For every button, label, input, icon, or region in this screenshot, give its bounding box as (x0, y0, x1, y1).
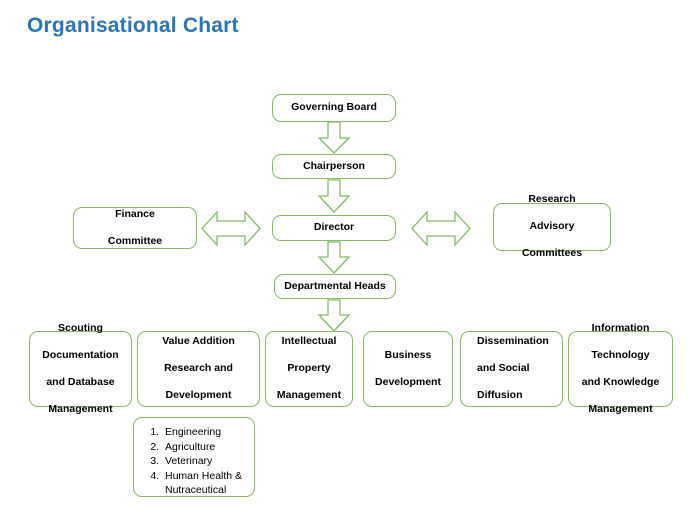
node-chairperson[interactable]: Chairperson (272, 154, 396, 179)
list-item: Agriculture (162, 440, 248, 455)
node-governing-board[interactable]: Governing Board (272, 94, 396, 122)
node-business-development[interactable]: Business Development (363, 331, 453, 407)
node-research-advisory-committees-label: Research Advisory Committees (521, 193, 583, 260)
node-departmental-heads-label: Departmental Heads (284, 279, 386, 292)
arrow-departmental-heads-to-departments (317, 299, 351, 332)
node-dissemination[interactable]: Dissemination and Social Diffusion (460, 331, 563, 407)
node-intellectual-property-label: Intellectual Property Management (276, 335, 342, 402)
arrow-finance-committee-to-director (201, 210, 261, 247)
list-item: Veterinary (162, 454, 248, 469)
node-value-addition-label: Value Addition Research and Development (162, 335, 235, 402)
node-departmental-heads[interactable]: Departmental Heads (274, 274, 396, 299)
arrow-director-to-departmental-heads (317, 241, 351, 274)
node-research-advisory-committees[interactable]: Research Advisory Committees (493, 193, 611, 259)
node-scouting-documentation-label: Scouting Documentation and Database Mana… (42, 321, 119, 415)
node-chairperson-label: Chairperson (303, 159, 365, 172)
list-value-addition-areas[interactable]: Engineering Agriculture Veterinary Human… (133, 417, 255, 497)
list-item: Human Health & Nutraceutical (162, 469, 248, 498)
node-information-technology[interactable]: Information Technology and Knowledge Man… (568, 322, 673, 415)
node-finance-committee-label: Finance Committee (107, 207, 163, 247)
arrow-governing-board-to-chairperson (317, 121, 351, 154)
node-value-addition[interactable]: Value Addition Research and Development (137, 331, 260, 407)
node-intellectual-property[interactable]: Intellectual Property Management (265, 331, 353, 407)
page-title: Organisational Chart (27, 14, 239, 37)
node-governing-board-label: Governing Board (291, 101, 377, 114)
arrow-chairperson-to-director (317, 179, 351, 213)
node-dissemination-label: Dissemination and Social Diffusion (477, 335, 549, 402)
list-item: Engineering (162, 425, 248, 440)
node-scouting-documentation[interactable]: Scouting Documentation and Database Mana… (29, 322, 132, 415)
node-business-development-label: Business Development (375, 348, 441, 388)
arrow-director-to-research-advisory (411, 210, 471, 247)
node-finance-committee[interactable]: Finance Committee (73, 207, 197, 249)
node-director-label: Director (313, 221, 355, 234)
value-addition-areas-list: Engineering Agriculture Veterinary Human… (142, 425, 248, 498)
node-information-technology-label: Information Technology and Knowledge Man… (581, 321, 660, 415)
node-director[interactable]: Director (272, 215, 396, 241)
